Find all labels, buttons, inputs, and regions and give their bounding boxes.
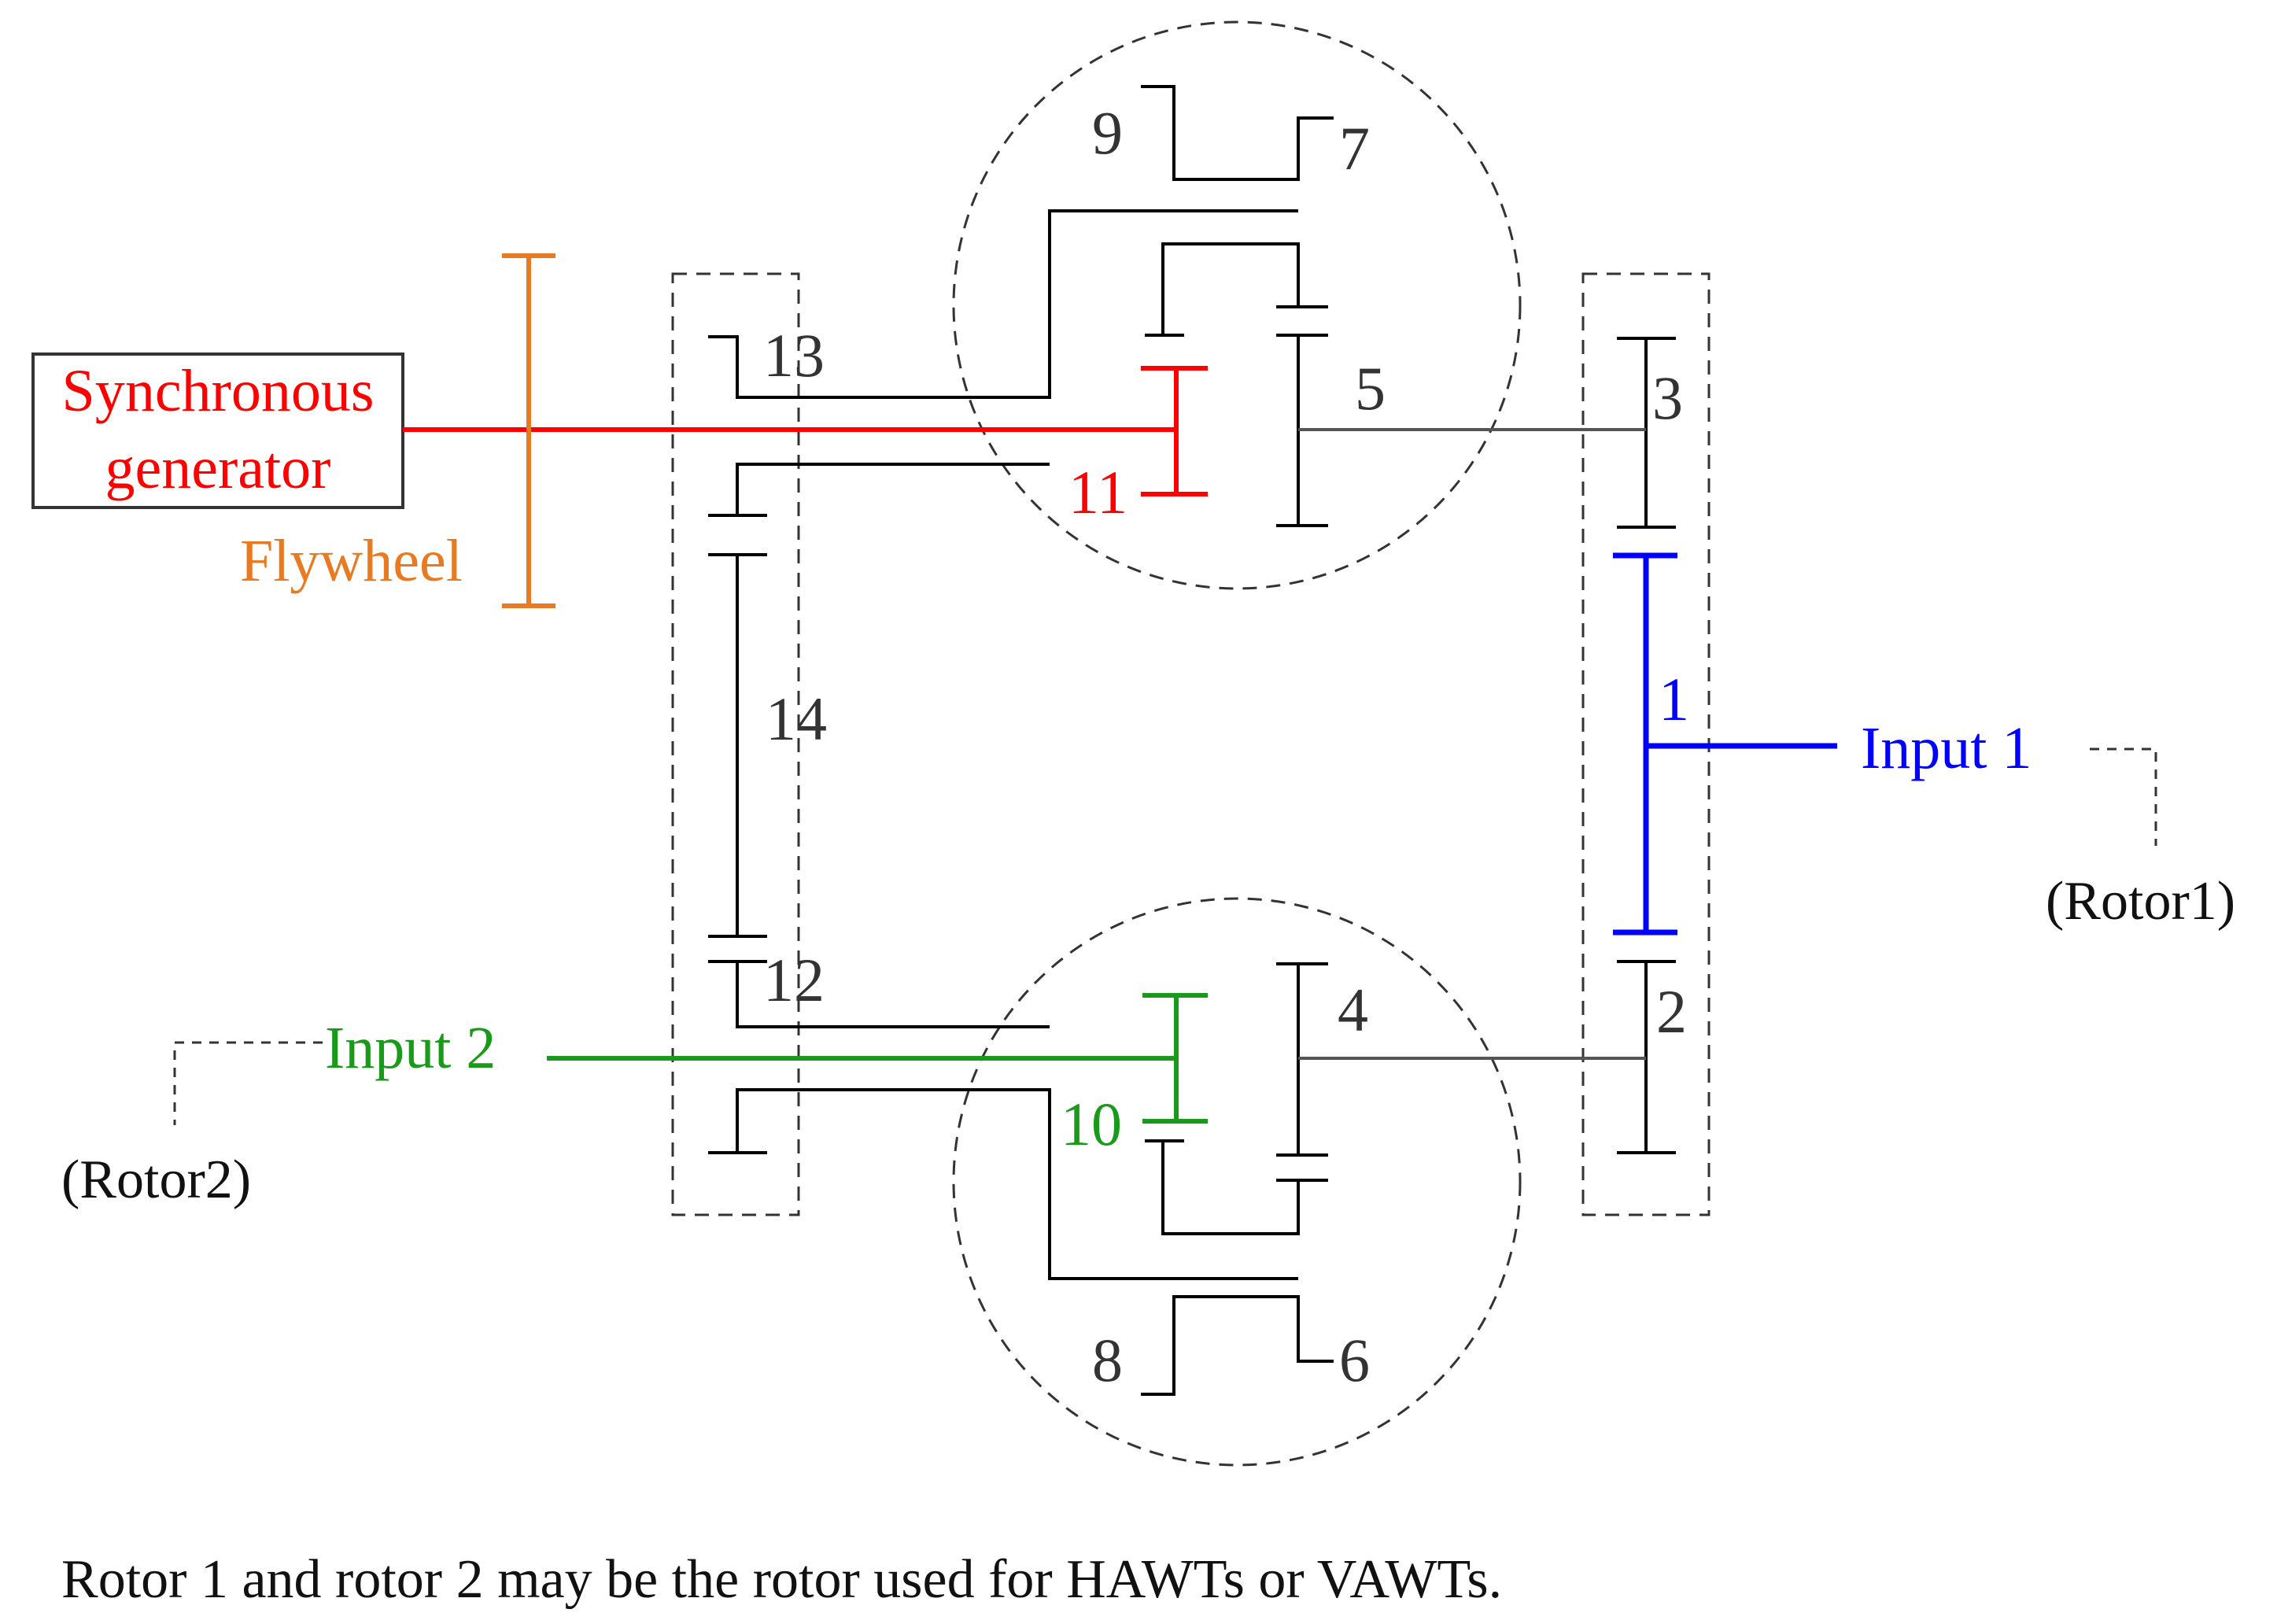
- left-housing-boundary: [671, 272, 800, 1216]
- gear-number-2: 2: [1656, 977, 1687, 1046]
- rotor2-label: (Rotor2): [61, 1150, 251, 1210]
- rotor1-leader: [2090, 747, 2157, 846]
- generator-label-line1: Synchronous: [62, 358, 375, 424]
- input2-shaft: [547, 993, 1208, 1124]
- input1-label: Input 1: [1861, 715, 2032, 781]
- flywheel-shape: [502, 253, 555, 608]
- gear-number-10: 10: [1061, 1090, 1122, 1158]
- gear-number-5: 5: [1355, 354, 1386, 423]
- upper-planetary-mechanism: [708, 85, 1676, 963]
- gear-number-4: 4: [1338, 976, 1368, 1044]
- generator-label-line2: generator: [105, 435, 331, 501]
- lower-planetary-boundary: [952, 897, 1522, 1467]
- gear-number-1: 1: [1659, 665, 1689, 733]
- gear-number-9: 9: [1092, 98, 1123, 167]
- generator-shaft: [403, 366, 1208, 496]
- gear-number-11: 11: [1068, 458, 1127, 526]
- gear-number-13: 13: [763, 321, 825, 389]
- upper-planetary-boundary: [952, 20, 1522, 590]
- gear-number-12: 12: [763, 946, 825, 1014]
- rotor2-leader: [173, 1041, 323, 1125]
- caption: Rotor 1 and rotor 2 may be the rotor use…: [61, 1549, 1502, 1610]
- gear-number-6: 6: [1339, 1326, 1370, 1394]
- lower-planetary-mechanism: [708, 960, 1676, 1396]
- gear-number-3: 3: [1652, 364, 1683, 432]
- gear-number-14: 14: [766, 685, 827, 753]
- input2-label: Input 2: [325, 1015, 496, 1081]
- gear-number-7: 7: [1339, 114, 1370, 183]
- gear-number-8: 8: [1092, 1326, 1123, 1394]
- input1-shaft: [1613, 552, 1837, 936]
- flywheel-label: Flywheel: [240, 528, 463, 594]
- rotor1-label: (Rotor1): [2046, 871, 2235, 932]
